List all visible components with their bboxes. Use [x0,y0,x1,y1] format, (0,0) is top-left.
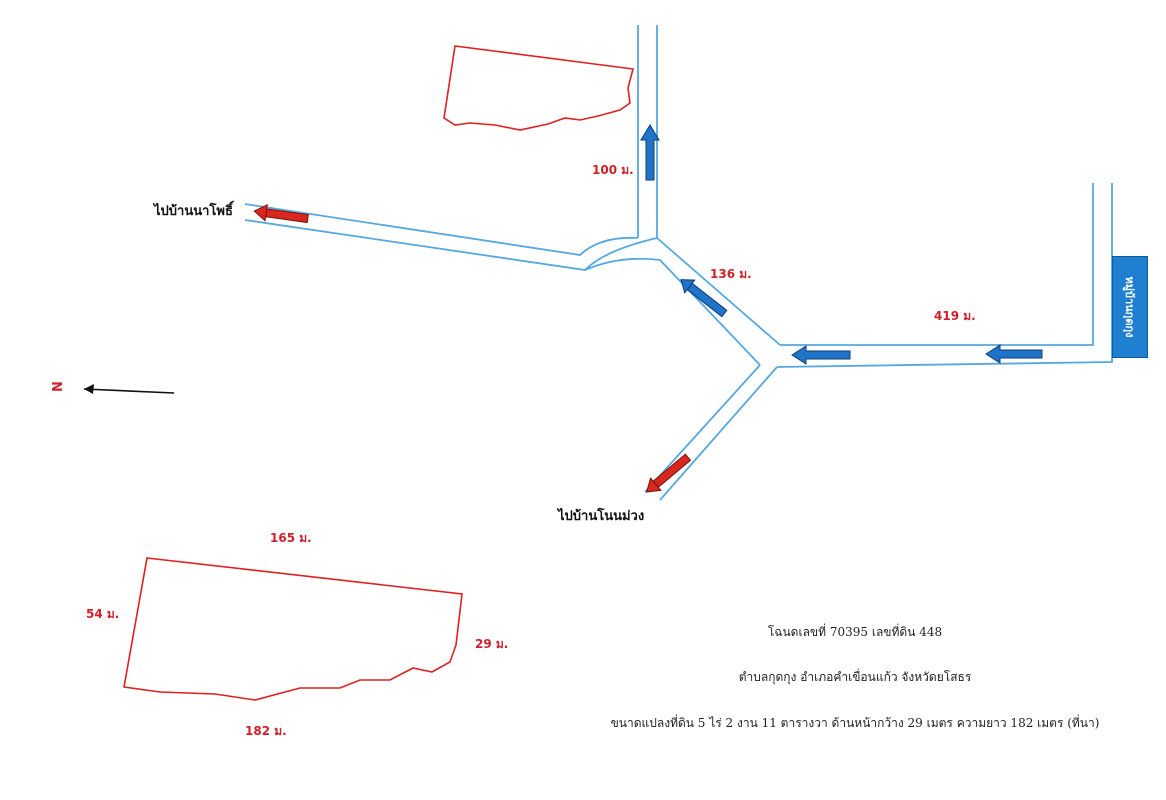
destination-label-non-muang: ไปบ้านโนนม่วง [558,509,645,524]
red-arrow-na-pho [253,203,309,224]
blue-arrow-diagonal [680,279,728,318]
road-north [637,25,658,238]
blue-arrow-east-far [985,344,1043,364]
distance-label-main-road: 419 ม. [934,309,976,323]
road-west [244,203,658,271]
plot-right-length-label: 29 ม. [475,637,509,651]
red-arrow-non-muang [645,453,692,493]
distance-label-junction-road: 136 ม. [710,267,752,281]
village-sign-label: หมู่บ้านกุดกุง [1123,276,1136,338]
village-sign: หมู่บ้านกุดกุง [1112,256,1148,358]
blue-arrow-north [640,124,660,181]
location-info-line: ตำบลกุดกุง อำเภอคำเขื่อนแก้ว จังหวัดยโสธ… [738,670,972,684]
blue-arrow-east-near [791,345,851,365]
road-diagonal [584,237,781,366]
road-east [776,183,1113,368]
land-plot-outline [123,557,463,701]
plot-left-length-label: 54 ม. [86,607,120,621]
distance-label-north-road: 100 ม. [592,163,634,177]
size-info-line: ขนาดแปลงที่ดิน 5 ไร่ 2 งาน 11 ตารางวา ด้… [610,716,1100,730]
north-label: N [50,381,66,392]
destination-label-na-pho: ไปบ้านนาโพธิ์ [154,204,233,219]
deed-info-line: โฉนดเลขที่ 70395 เลขที่ดิน 448 [767,625,943,639]
north-arrow-icon [83,384,175,394]
upper-land-parcel [443,45,635,131]
plot-bottom-length-label: 182 ม. [245,724,287,738]
road-southwest [644,364,778,501]
plot-top-length-label: 165 ม. [270,531,312,545]
